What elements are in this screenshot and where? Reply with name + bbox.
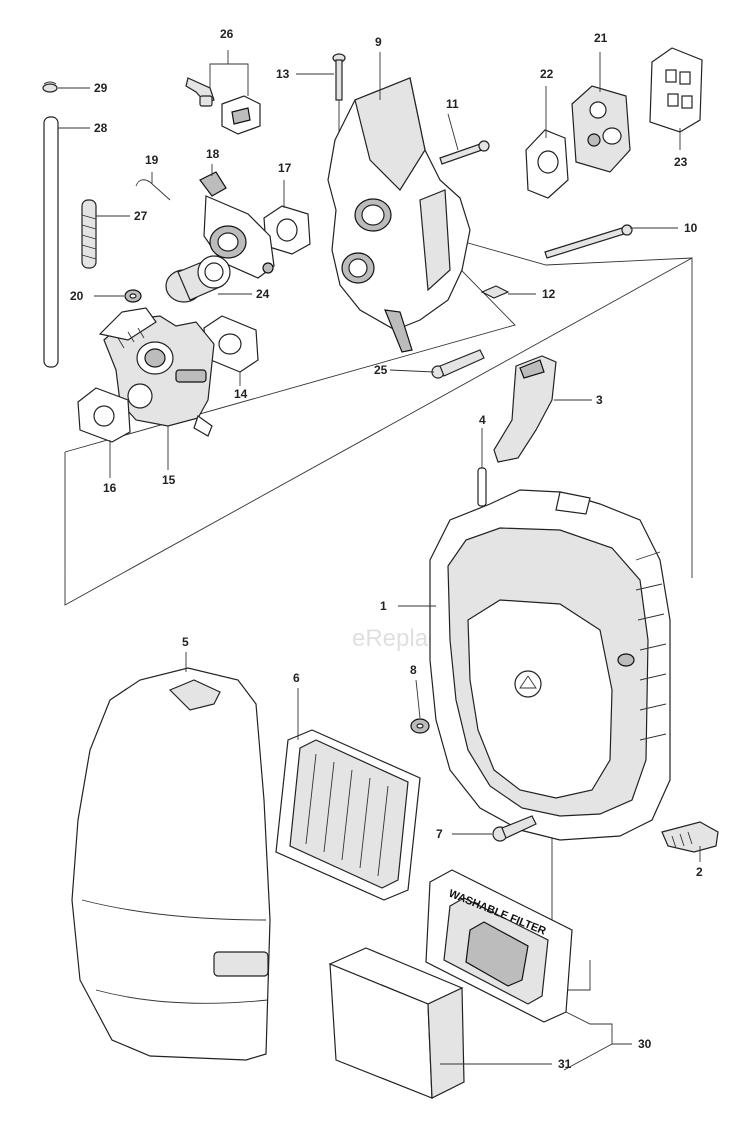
part-22-gasket (525, 129, 569, 199)
callout-1: 1 (380, 599, 387, 613)
part-7-bolt (492, 815, 537, 842)
callout-2: 2 (696, 865, 703, 879)
callout-6: 6 (293, 671, 300, 685)
part-28-rod (43, 116, 59, 368)
callout-labels: 29 28 27 26 13 9 11 10 22 21 23 12 25 17… (70, 27, 703, 1071)
callout-24: 24 (256, 287, 270, 301)
callout-17: 17 (278, 161, 292, 175)
part-3-bracket (493, 355, 557, 463)
part-26-bolt-and-block (185, 77, 261, 135)
part-1-filter-housing (429, 489, 671, 841)
callout-18: 18 (206, 147, 220, 161)
part-4-pin (477, 467, 487, 507)
callout-28: 28 (94, 121, 108, 135)
callout-13: 13 (276, 67, 290, 81)
callout-23: 23 (674, 155, 688, 169)
part-19-wire-clip (135, 179, 171, 201)
part-14-gasket (203, 315, 259, 373)
part-17-gasket (263, 205, 311, 255)
callout-27: 27 (134, 209, 148, 223)
part-9-intake-housing (327, 77, 471, 353)
callout-9: 9 (375, 35, 382, 49)
callout-20: 20 (70, 289, 84, 303)
callout-25: 25 (374, 363, 388, 377)
callout-19: 19 (145, 153, 159, 167)
callout-14: 14 (234, 387, 248, 401)
callout-31: 31 (558, 1057, 572, 1071)
callout-4: 4 (479, 413, 486, 427)
part-2-latch (661, 821, 719, 853)
part-10-bolt (544, 224, 633, 259)
callout-16: 16 (103, 481, 117, 495)
part-16-gasket (77, 387, 131, 443)
part-23-gasket (649, 47, 703, 133)
part-8-nut (410, 718, 430, 734)
part-5-cover (71, 667, 271, 1061)
part-6-filter-grid (275, 729, 421, 901)
part-27-spring (81, 199, 97, 269)
part-29-clip (42, 81, 58, 93)
callout-11: 11 (446, 97, 459, 111)
part-21-insulator (571, 85, 631, 173)
callout-21: 21 (594, 31, 608, 45)
callout-8: 8 (410, 663, 417, 677)
leader-lines (58, 50, 701, 1071)
part-20-nut (124, 289, 142, 303)
part-15-carburetor (98, 307, 215, 437)
callout-12: 12 (542, 287, 556, 301)
callout-3: 3 (596, 393, 603, 407)
callout-22: 22 (540, 67, 554, 81)
callout-7: 7 (436, 827, 443, 841)
part-24-sleeve (165, 255, 231, 303)
part-31-foam (328, 947, 465, 1099)
callout-15: 15 (162, 473, 176, 487)
callout-29: 29 (94, 81, 108, 95)
part-30-filter-frame: WASHABLE FILTER (425, 869, 573, 1023)
callout-5: 5 (182, 635, 189, 649)
part-25-bolt (431, 349, 485, 379)
callout-30: 30 (638, 1037, 652, 1051)
part-11-bolt (439, 140, 490, 165)
callout-10: 10 (684, 221, 698, 235)
callout-26: 26 (220, 27, 234, 41)
part-12-nut (480, 285, 510, 299)
